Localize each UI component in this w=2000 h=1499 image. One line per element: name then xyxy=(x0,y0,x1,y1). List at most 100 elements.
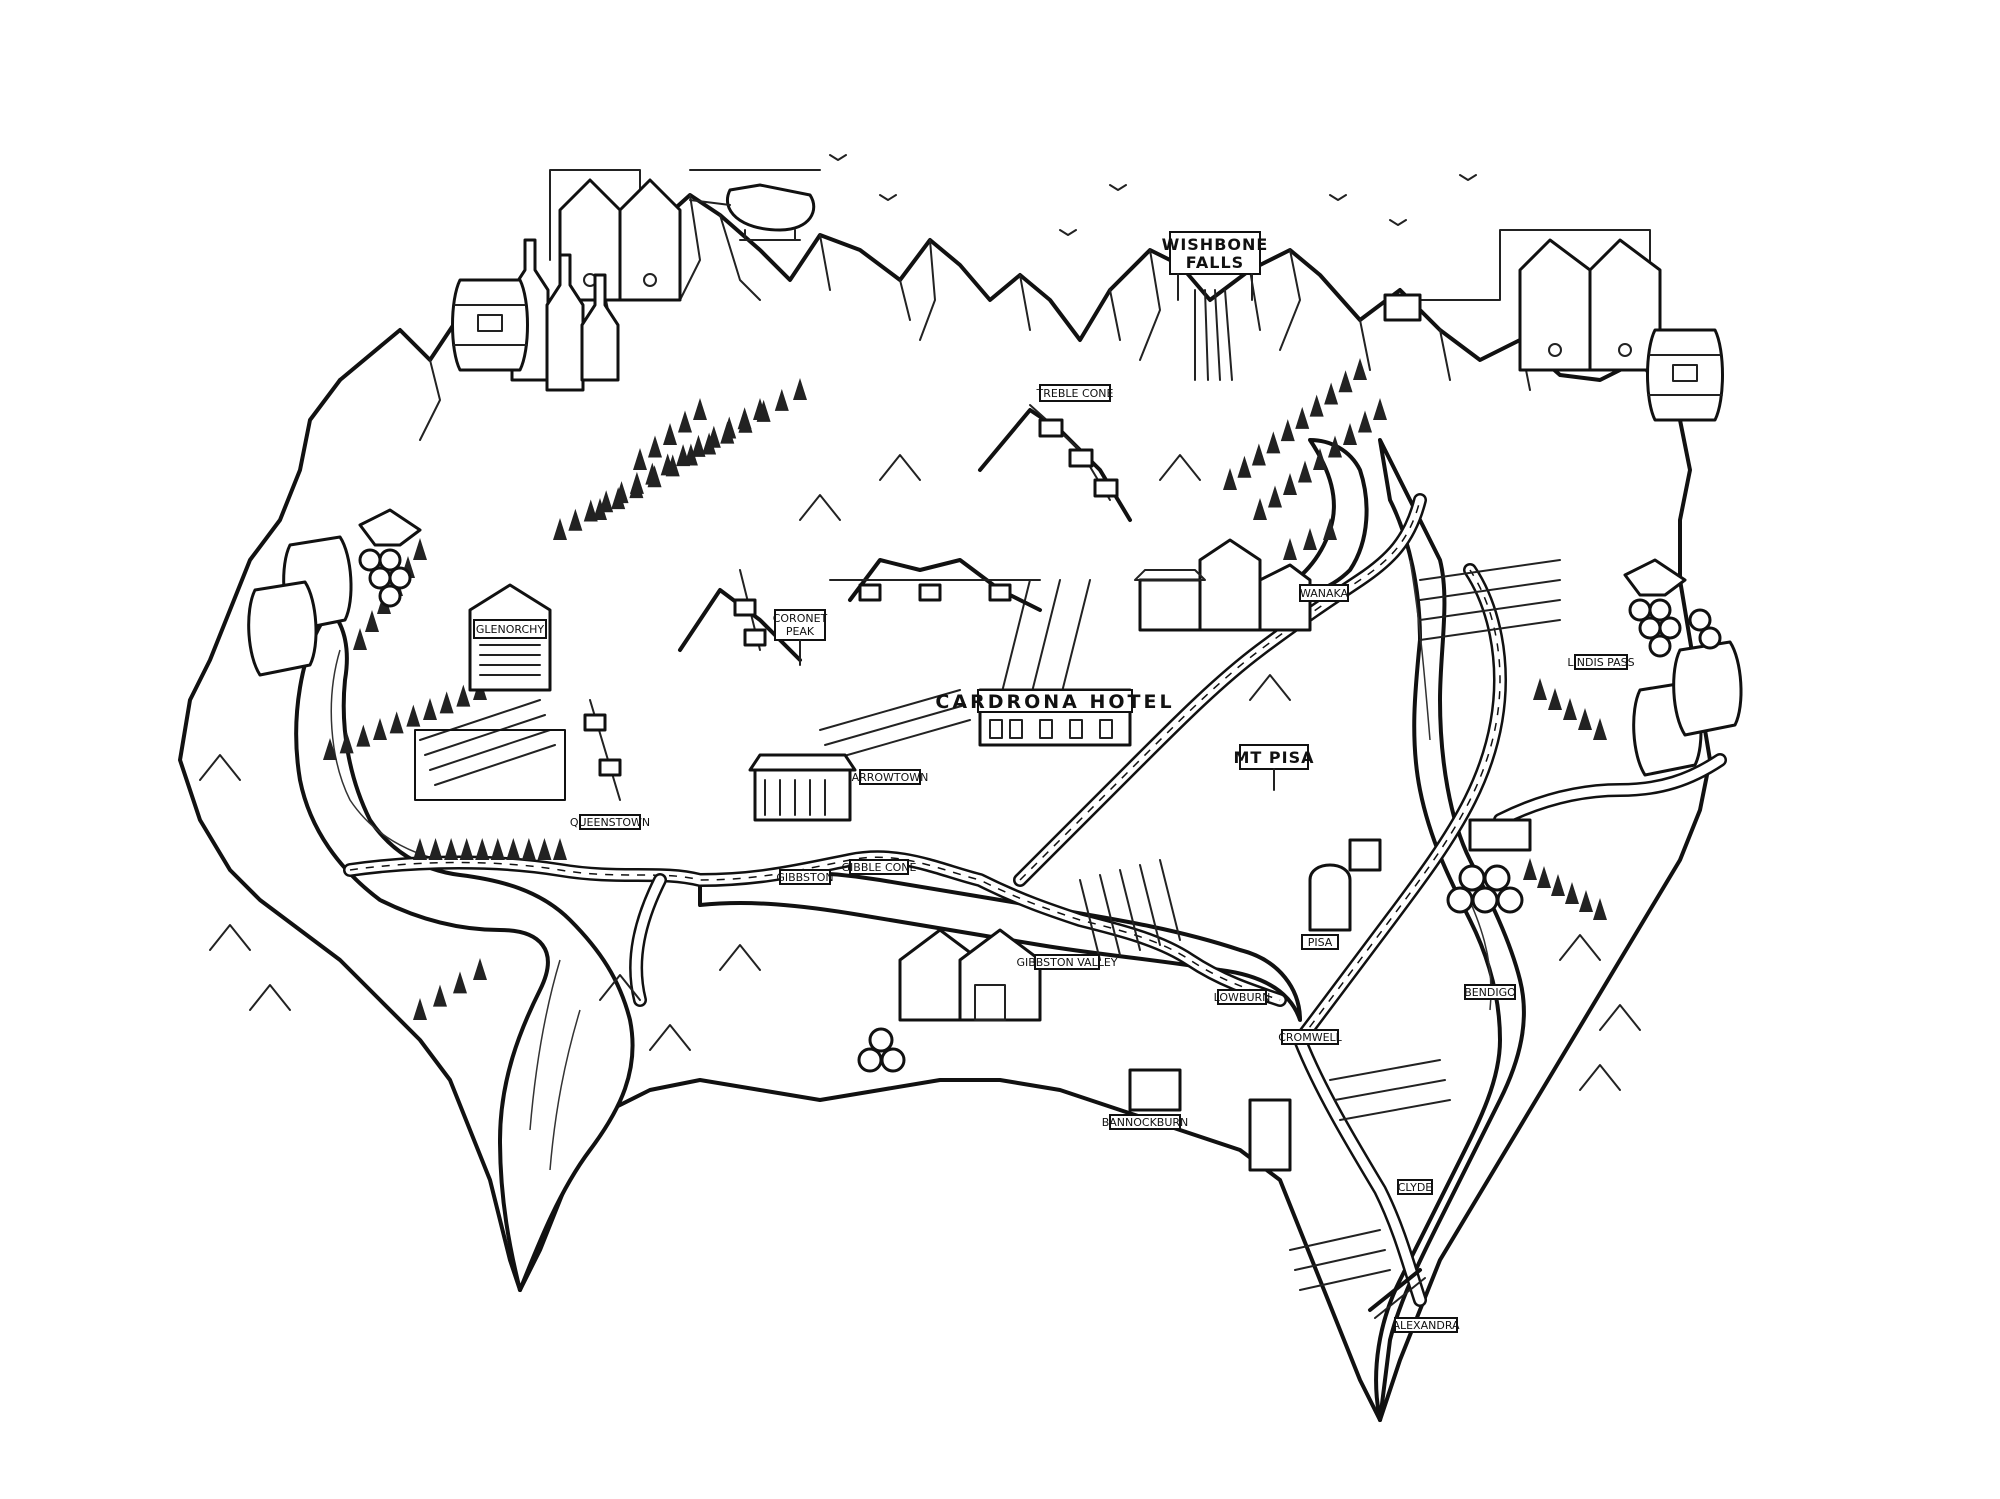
label-gibbston: GIBBSTON xyxy=(776,871,833,884)
winery-tanks-right xyxy=(1383,229,1662,372)
label-lindis-pass: LINDIS PASS xyxy=(1567,656,1634,669)
sign-lowburn: LOWBURN xyxy=(1214,989,1271,1005)
label-pisa: PISA xyxy=(1308,936,1333,949)
small-peaks xyxy=(199,454,1641,1091)
pine-tree xyxy=(1280,419,1295,442)
ski-field-cardrona xyxy=(829,558,1042,612)
label-alexandra: ALEXANDRA xyxy=(1392,1319,1460,1332)
pine-tree xyxy=(633,448,647,470)
pine-tree xyxy=(553,838,567,860)
pine-tree xyxy=(1268,485,1282,508)
pine-tree xyxy=(1578,708,1592,730)
label-cardrona-hotel: CARDRONA HOTEL xyxy=(935,691,1174,713)
pine-tree xyxy=(1295,406,1310,429)
pine-tree xyxy=(428,838,443,860)
pine-tree xyxy=(1358,410,1372,433)
pine-tree xyxy=(629,476,644,499)
label-gibble-cone: GIBBLE CONE xyxy=(842,861,917,874)
pine-tree xyxy=(738,410,753,433)
pine-tree xyxy=(389,711,404,734)
winery-tanks-left xyxy=(549,169,682,302)
barrel-stack-gibbston xyxy=(857,1027,906,1073)
vineyard-alexandra xyxy=(1289,1229,1391,1291)
vineyard-arrowtown xyxy=(999,579,1091,701)
label-gibbston-valley: GIBBSTON VALLEY xyxy=(1016,956,1117,969)
building-arrowtown-winery xyxy=(748,753,857,822)
pine-tree xyxy=(353,628,367,650)
pine-tree xyxy=(413,538,427,560)
pine-tree xyxy=(521,838,536,860)
pine-tree xyxy=(1343,423,1357,445)
pine-tree xyxy=(473,958,487,980)
sign-wanaka: WANAKA xyxy=(1299,584,1349,602)
pine-tree xyxy=(678,410,692,433)
label-bannockburn: BANNOCKBURN xyxy=(1102,1116,1189,1129)
river-kawarau xyxy=(698,870,1302,1022)
pine-tree xyxy=(1523,858,1537,880)
pine-tree xyxy=(593,498,607,520)
pine-tree xyxy=(1563,698,1577,720)
label-lowburn: LOWBURN xyxy=(1214,991,1271,1004)
sign-gibbston: GIBBSTON xyxy=(776,869,834,885)
pine-tree xyxy=(423,698,437,720)
pine-tree xyxy=(1328,435,1342,458)
pine-tree xyxy=(1283,473,1297,495)
ski-field-remarkables xyxy=(583,699,622,801)
pine-tree xyxy=(1579,890,1593,912)
sign-clyde: CLYDE xyxy=(1397,1179,1433,1195)
building-glenorchy-shed: GLENORCHY xyxy=(468,583,552,692)
pine-tree xyxy=(693,398,707,420)
label-queenstown: QUEENSTOWN xyxy=(570,816,650,829)
grape-cluster-left xyxy=(358,508,422,608)
pine-tree xyxy=(553,518,567,540)
pine-tree xyxy=(373,718,387,740)
pine-tree xyxy=(413,838,427,860)
pine-tree xyxy=(648,435,662,458)
pine-tree xyxy=(506,838,521,860)
pine-tree xyxy=(793,378,807,400)
birds xyxy=(829,154,1477,236)
wine-barrel-right xyxy=(1646,328,1724,422)
vineyard-bendigo xyxy=(1329,1059,1451,1121)
pine-tree xyxy=(413,998,427,1020)
pine-tree xyxy=(720,421,735,444)
barrel-stack-bendigo xyxy=(1446,818,1532,914)
sign-alexandra: ALEXANDRA xyxy=(1392,1317,1460,1333)
label-glenorchy: GLENORCHY xyxy=(476,623,545,636)
label-arrowtown: ARROWTOWN xyxy=(852,771,929,784)
label-clyde: CLYDE xyxy=(1398,1181,1433,1194)
sign-pisa: PISA xyxy=(1301,934,1339,950)
pine-tree xyxy=(356,724,371,747)
ski-field-treble-cone xyxy=(978,404,1132,522)
sign-cromwell: CROMWELL xyxy=(1278,1029,1343,1045)
sign-treble-cone: TREBLE CONE xyxy=(1036,384,1114,402)
vineyard-wanaka xyxy=(1419,559,1561,641)
building-cardrona-hotel: CARDRONA HOTEL xyxy=(935,688,1174,747)
sign-mt-pisa: MT PISA xyxy=(1234,744,1314,791)
pine-tree xyxy=(1309,394,1324,417)
sign-gibbston-valley: GIBBSTON VALLEY xyxy=(1016,954,1118,970)
pine-tree xyxy=(459,838,474,860)
grape-cluster-right xyxy=(1623,558,1722,658)
label-wishbone-falls-1: WISHBONE xyxy=(1162,235,1269,254)
barrels-grapes-left xyxy=(247,508,422,677)
pine-tree xyxy=(1323,518,1337,540)
helicopter-icon xyxy=(689,169,821,241)
pine-tree xyxy=(444,838,459,860)
label-treble-cone: TREBLE CONE xyxy=(1036,387,1114,400)
building-pisa-winery xyxy=(1308,838,1382,932)
sign-queenstown: QUEENSTOWN xyxy=(570,814,650,830)
pine-tree xyxy=(1537,866,1551,888)
pine-tree xyxy=(1251,443,1266,466)
pine-tree xyxy=(537,838,552,860)
pine-tree xyxy=(1565,882,1579,904)
pine-tree xyxy=(490,838,505,860)
pine-tree xyxy=(1548,688,1562,710)
sign-gibble-cone: GIBBLE CONE xyxy=(842,859,917,875)
barrels-grapes-right xyxy=(1623,558,1743,777)
label-cromwell: CROMWELL xyxy=(1278,1031,1342,1044)
pine-tree xyxy=(1303,528,1317,550)
pine-tree xyxy=(1223,468,1237,490)
sign-bannockburn: BANNOCKBURN xyxy=(1102,1114,1189,1130)
